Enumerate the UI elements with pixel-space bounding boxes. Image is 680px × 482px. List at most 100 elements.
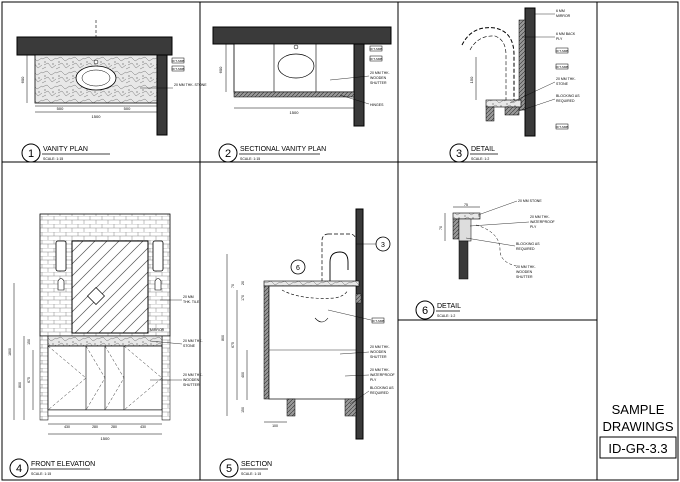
svg-text:675: 675 xyxy=(27,377,31,383)
svg-text:SHUTTER: SHUTTER xyxy=(370,355,387,359)
svg-text:800: 800 xyxy=(18,382,22,388)
svg-text:20 MM STONE: 20 MM STONE xyxy=(518,199,542,203)
svg-text:150: 150 xyxy=(241,407,245,413)
svg-text:SCALE: 1:15: SCALE: 1:15 xyxy=(43,157,63,161)
svg-text:20 MM THK.: 20 MM THK. xyxy=(183,373,203,377)
sheet-title-line-2: DRAWINGS xyxy=(602,419,673,434)
svg-text:800: 800 xyxy=(221,335,225,341)
svg-text:SCALE: 1:2: SCALE: 1:2 xyxy=(471,157,489,161)
svg-text:THK. TILE: THK. TILE xyxy=(183,300,200,304)
svg-text:WOODEN: WOODEN xyxy=(370,76,387,80)
view-title-5: 5 SECTION SCALE: 1:15 xyxy=(219,458,272,478)
svg-text:500: 500 xyxy=(124,106,131,111)
svg-text:4: 4 xyxy=(16,463,22,475)
view-title-4: 4 FRONT ELEVATION SCALE: 1:15 xyxy=(9,458,95,478)
svg-text:6: 6 xyxy=(296,265,300,272)
svg-text:REQUIRED: REQUIRED xyxy=(370,391,389,395)
svg-text:FFT-SMB: FFT-SMB xyxy=(372,319,385,323)
svg-text:FFT-SMB: FFT-SMB xyxy=(172,67,185,71)
svg-text:HINGES: HINGES xyxy=(370,103,384,107)
view-title-2: 2 SECTIONAL VANITY PLAN SCALE: 1:15 xyxy=(218,143,326,163)
svg-text:REQUIRED: REQUIRED xyxy=(516,247,535,251)
svg-text:PLY: PLY xyxy=(530,225,537,229)
svg-text:SHUTTER: SHUTTER xyxy=(183,383,200,387)
svg-text:150: 150 xyxy=(27,339,31,345)
svg-text:20 MM: 20 MM xyxy=(183,295,194,299)
svg-text:20 MM THK.: 20 MM THK. xyxy=(556,77,576,81)
view-5-section: 6 3 800 675 400 170 70 20 150 100 FFT-SM… xyxy=(221,208,395,440)
svg-text:100: 100 xyxy=(272,424,278,428)
title-block: SAMPLE DRAWINGS ID-GR-3.3 xyxy=(599,402,677,459)
svg-text:20 MM THK.: 20 MM THK. xyxy=(370,368,390,372)
svg-text:675: 675 xyxy=(231,342,235,348)
svg-text:MIRROR: MIRROR xyxy=(556,14,571,18)
svg-text:DETAIL: DETAIL xyxy=(437,303,461,310)
svg-text:WATERPROOF: WATERPROOF xyxy=(530,220,555,224)
svg-text:1500: 1500 xyxy=(92,114,102,119)
svg-text:500: 500 xyxy=(57,106,64,111)
view-1-vanity-plan: 1500 500 500 600 FFT-SMB FFT-SMB 20 MM T… xyxy=(16,20,207,136)
svg-text:150: 150 xyxy=(469,76,474,83)
svg-text:600: 600 xyxy=(218,66,223,73)
svg-text:BLOCKING AS: BLOCKING AS xyxy=(556,94,580,98)
view-6-detail: 75 70 20 MM STONE 20 MM THK. WATERPROOF … xyxy=(439,199,555,280)
svg-text:WATERPROOF: WATERPROOF xyxy=(370,373,395,377)
svg-text:280: 280 xyxy=(92,425,98,429)
svg-text:WOODEN: WOODEN xyxy=(516,270,533,274)
svg-text:280: 280 xyxy=(111,425,117,429)
view-4-front-elevation: 1500 430 280 280 430 1800 800 675 150 20… xyxy=(8,213,203,441)
svg-text:SHUTTER: SHUTTER xyxy=(516,275,533,279)
svg-text:70: 70 xyxy=(231,284,235,288)
sheet-title-line-1: SAMPLE xyxy=(612,402,665,417)
svg-text:VANITY PLAN: VANITY PLAN xyxy=(43,146,88,153)
svg-text:20 MM THK. STONE: 20 MM THK. STONE xyxy=(174,83,207,87)
view-title-3: 3 DETAIL SCALE: 1:2 xyxy=(449,143,498,163)
svg-text:SCALE: 1:15: SCALE: 1:15 xyxy=(240,157,260,161)
view-2-sectional-vanity-plan: 1500 600 FFT-SMB FFT-SMB 20 MM THK. WOOD… xyxy=(212,26,392,127)
svg-text:20 MM THK.: 20 MM THK. xyxy=(370,345,390,349)
svg-text:FFT-SMB: FFT-SMB xyxy=(370,57,383,61)
svg-text:SCALE: 1:15: SCALE: 1:15 xyxy=(31,472,51,476)
svg-text:1800: 1800 xyxy=(8,348,12,356)
sheet-number: ID-GR-3.3 xyxy=(608,441,667,456)
svg-text:WOODEN: WOODEN xyxy=(370,350,387,354)
svg-text:2: 2 xyxy=(225,148,231,160)
svg-text:6 MM: 6 MM xyxy=(556,9,565,13)
svg-text:1: 1 xyxy=(28,148,34,160)
svg-text:70: 70 xyxy=(439,226,443,230)
svg-text:PLY: PLY xyxy=(556,37,563,41)
svg-text:MIRROR: MIRROR xyxy=(150,328,165,332)
svg-text:SECTIONAL VANITY PLAN: SECTIONAL VANITY PLAN xyxy=(240,146,326,153)
svg-text:170: 170 xyxy=(241,295,245,301)
view-title-1: 1 VANITY PLAN SCALE: 1:15 xyxy=(21,143,110,163)
svg-text:430: 430 xyxy=(64,425,70,429)
svg-text:1500: 1500 xyxy=(290,110,300,115)
svg-text:20: 20 xyxy=(241,281,245,285)
svg-text:SCALE: 1:15: SCALE: 1:15 xyxy=(241,472,261,476)
svg-text:75: 75 xyxy=(464,203,468,207)
svg-text:FFT-SMB: FFT-SMB xyxy=(172,59,185,63)
svg-text:REQUIRED: REQUIRED xyxy=(556,99,575,103)
svg-text:20 MM THK.: 20 MM THK. xyxy=(183,339,203,343)
svg-text:WOODEN: WOODEN xyxy=(183,378,200,382)
svg-text:FFT-SMB: FFT-SMB xyxy=(370,47,383,51)
svg-text:FRONT ELEVATION: FRONT ELEVATION xyxy=(31,461,95,468)
svg-text:400: 400 xyxy=(241,372,245,378)
svg-text:PLY: PLY xyxy=(370,378,377,382)
svg-text:1500: 1500 xyxy=(101,436,111,441)
view-3-detail: 150 6 MM MIRROR 6 MM BACK PLY FFT-SMB FF… xyxy=(461,7,580,137)
svg-text:5: 5 xyxy=(226,463,232,475)
svg-text:600: 600 xyxy=(20,76,25,83)
svg-text:SHUTTER: SHUTTER xyxy=(370,81,387,85)
svg-text:FFT-SMB: FFT-SMB xyxy=(556,65,569,69)
svg-text:FFT-SMB: FFT-SMB xyxy=(556,125,569,129)
svg-text:DETAIL: DETAIL xyxy=(471,146,495,153)
svg-text:STONE: STONE xyxy=(556,82,569,86)
svg-text:6 MM BACK: 6 MM BACK xyxy=(556,32,576,36)
svg-text:430: 430 xyxy=(140,425,146,429)
view-title-6: 6 DETAIL SCALE: 1:2 xyxy=(415,300,461,320)
svg-text:6: 6 xyxy=(422,305,428,317)
svg-text:SECTION: SECTION xyxy=(241,461,272,468)
